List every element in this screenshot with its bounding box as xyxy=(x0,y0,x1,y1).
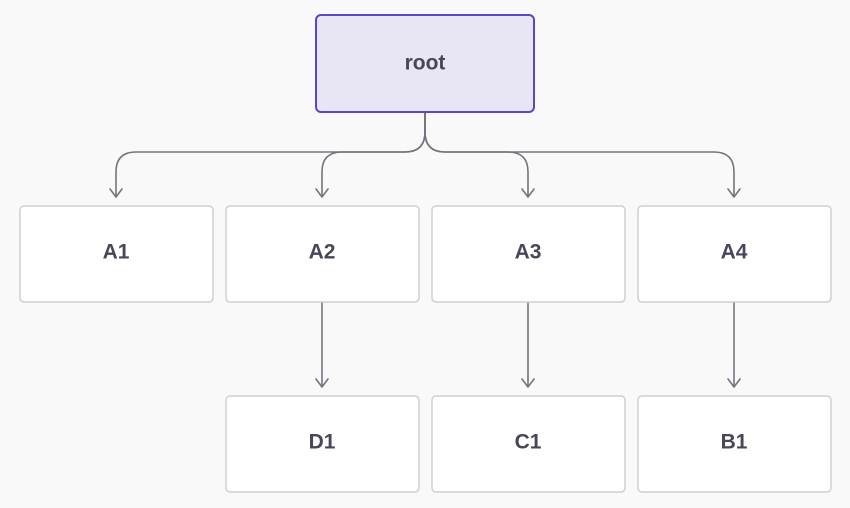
node-b1-label: B1 xyxy=(721,431,748,454)
node-a3-label: A3 xyxy=(515,241,542,264)
node-a3-box xyxy=(431,205,626,303)
edges xyxy=(109,113,741,388)
node-a1-box xyxy=(19,205,214,303)
node-d1-label: D1 xyxy=(309,431,336,454)
node-b1-box xyxy=(637,395,832,493)
arrowhead-a1 xyxy=(109,188,123,198)
node-a4-box xyxy=(637,205,832,303)
edge-root-a3 xyxy=(424,113,529,197)
arrowhead-d1 xyxy=(315,378,329,388)
node-a1: A1 xyxy=(19,205,214,303)
node-root: root xyxy=(315,14,535,113)
node-d1: D1 xyxy=(225,395,420,493)
arrowhead-b1 xyxy=(727,378,741,388)
node-a1-label: A1 xyxy=(103,241,130,264)
node-d1-box xyxy=(225,395,420,493)
arrowhead-a2 xyxy=(315,188,329,198)
arrowhead-a3 xyxy=(521,188,535,198)
node-root-box xyxy=(315,14,535,113)
node-a2-label: A2 xyxy=(309,241,336,264)
node-a2: A2 xyxy=(225,205,420,303)
node-root-label: root xyxy=(405,52,446,75)
arrowhead-c1 xyxy=(521,378,535,388)
node-c1: C1 xyxy=(431,395,626,493)
edge-root-a1 xyxy=(115,113,426,197)
node-b1: B1 xyxy=(637,395,832,493)
node-a3: A3 xyxy=(431,205,626,303)
edge-root-a4 xyxy=(424,113,735,197)
arrowhead-a4 xyxy=(727,188,741,198)
node-a2-box xyxy=(225,205,420,303)
node-c1-label: C1 xyxy=(515,431,542,454)
node-a4-label: A4 xyxy=(721,241,748,264)
node-c1-box xyxy=(431,395,626,493)
node-a4: A4 xyxy=(637,205,832,303)
edge-root-a2 xyxy=(321,113,426,197)
